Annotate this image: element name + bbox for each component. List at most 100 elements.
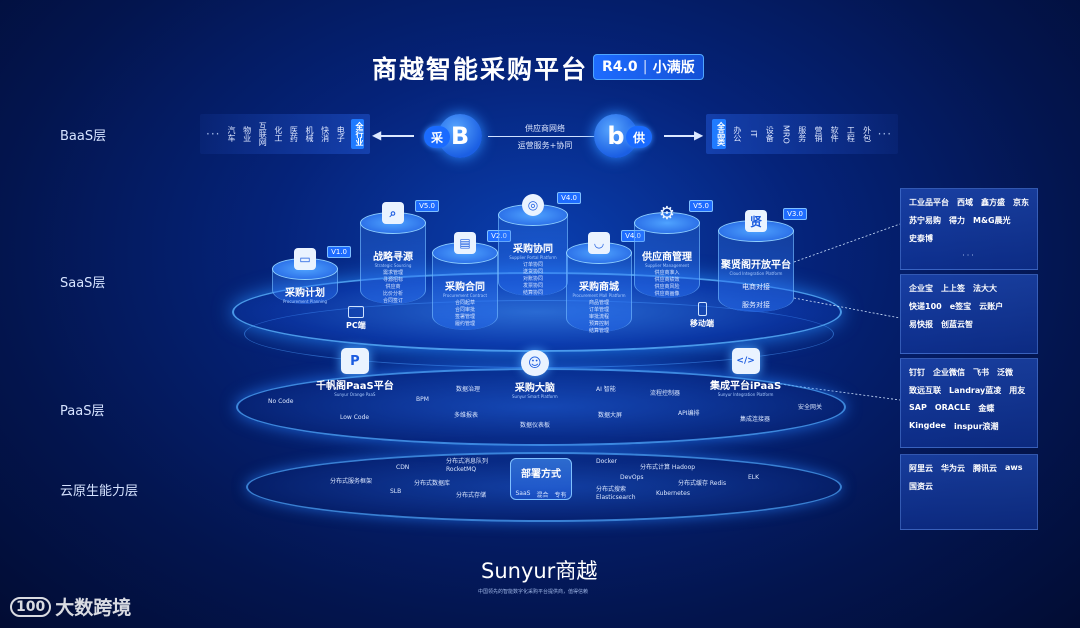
- module-sub: Cloud Integration Platform: [730, 271, 783, 276]
- paas-item: 多维报表: [454, 410, 478, 419]
- cloud-item: CDN: [396, 464, 409, 471]
- category-item: MRO: [780, 125, 790, 144]
- talent-icon: 贤: [745, 210, 767, 232]
- paas-item: AI 智能: [596, 384, 616, 393]
- brand-logo: Sunyur商越: [481, 555, 597, 585]
- module-sub: Strategic Sourcing: [375, 263, 412, 268]
- module-name: 采购协同: [513, 240, 553, 255]
- partner-logo: 腾讯云: [973, 463, 997, 474]
- module-item: 审批流程: [589, 314, 609, 321]
- industry-item: 快消: [320, 126, 330, 142]
- ecommerce-logo-panel: 工业品平台 西域 鑫方盛 京东 苏宁易购 得力 M&G晨光 史泰博 ···: [900, 188, 1038, 270]
- partner-logo: 致远互联: [909, 385, 941, 396]
- ipaas-node: </> 集成平台iPaaS Sunyur Integration Platfor…: [710, 348, 781, 397]
- module-item: 送货协同: [523, 269, 543, 276]
- cloud-item: DevOps: [620, 474, 644, 481]
- category-item: 营销: [813, 126, 823, 142]
- paas-platform-node: P 千帆阁PaaS平台 Sunyur Orange PaaS: [316, 348, 394, 397]
- gear-icon: ⚙: [656, 202, 678, 224]
- industry-item: 化工: [273, 126, 283, 142]
- industry-item: 物业: [242, 126, 252, 142]
- module-item: 需求管理: [383, 270, 403, 277]
- code-icon: </>: [732, 348, 760, 374]
- watermark: 100 大数跨境: [10, 593, 131, 620]
- cloud-item: 分布式服务框架: [330, 476, 372, 485]
- bidirectional-line: [488, 136, 600, 137]
- paas-item: 数据仪表板: [520, 420, 550, 429]
- module-sub: Procurement Planning: [283, 299, 327, 304]
- ecommerce-link: 电商对接: [742, 282, 770, 292]
- cloud-item: 分布式消息队列 RocketMQ: [446, 458, 506, 474]
- ipaas-name: 集成平台iPaaS: [710, 377, 781, 392]
- supplier-tag: 供: [626, 126, 652, 148]
- ipaas-sub: Sunyur Integration Platform: [718, 392, 774, 397]
- connector-lines: [780, 200, 910, 410]
- module-sub: Procurement Contract: [443, 293, 487, 298]
- partner-logo: 阿里云: [909, 463, 933, 474]
- mobile-device: 移动端: [690, 302, 714, 329]
- service-logo-panel: 企业宝 上上签 法大大 快递100 e签宝 云账户 易快报 创蓝云智: [900, 274, 1038, 354]
- deployment-title: 部署方式: [521, 465, 561, 480]
- partner-logo: Kingdee: [909, 421, 946, 432]
- partner-logo: 易快报: [909, 319, 933, 330]
- cloud-item: 分布式数据库: [414, 478, 450, 487]
- partner-logo: 京东: [1013, 197, 1029, 208]
- industry-item: 互联网: [258, 122, 268, 146]
- paas-item: 安全网关: [798, 402, 822, 411]
- buyer-industries: ··· 汽车 物业 互联网 化工 医药 机械 快消 电子 全行业: [200, 114, 370, 154]
- paas-item: API编排: [678, 408, 700, 417]
- cloud-item: Docker: [596, 458, 617, 465]
- procurement-brain-node: ☺ 采购大脑 Sunyur Smart Platform: [512, 350, 558, 399]
- module-name: 采购合同: [445, 278, 485, 293]
- module-item: 结算协同: [523, 290, 543, 297]
- partner-logo: 鑫方盛: [981, 197, 1005, 208]
- deploy-mode: 混合: [536, 490, 548, 499]
- paas-item: 数据大屏: [598, 410, 622, 419]
- paas-item: No Code: [268, 398, 293, 405]
- phone-icon: [698, 302, 707, 316]
- module-item: 供应商: [385, 284, 400, 291]
- service-label: 运营服务+协同: [500, 140, 590, 151]
- document-icon: ▤: [454, 232, 476, 254]
- partner-logo: 企业宝: [909, 283, 933, 294]
- module-item: 供应商准入: [654, 270, 679, 277]
- deploy-mode: 专有: [554, 490, 566, 499]
- partner-logo: 法大大: [973, 283, 997, 294]
- cloud-item: 分布式计算 Hadoop: [640, 462, 695, 471]
- cloud-item: ELK: [748, 474, 759, 481]
- partner-logo: 飞书: [973, 367, 989, 378]
- pc-device: PC端: [346, 306, 366, 331]
- module-item: 订单协同: [523, 262, 543, 269]
- paas-item: 流程控制器: [650, 388, 680, 397]
- category-item: 办公: [732, 126, 742, 142]
- module-strategic-sourcing: ⌕ V5.0 战略寻源 Strategic Sourcing 需求管理 寻源招标…: [360, 222, 426, 304]
- cloud-item: Kubernetes: [656, 490, 690, 497]
- deployment-box: 部署方式 SaaS 混合 专有: [510, 458, 572, 500]
- cloud-item: 分布式存储: [456, 490, 486, 499]
- cloud-item: 分布式搜索 Elasticsearch: [596, 486, 656, 502]
- module-item: 合同起草: [455, 300, 475, 307]
- category-highlight: 全品类: [712, 119, 726, 149]
- brain-icon: ☺: [521, 350, 549, 376]
- partner-logo: e签宝: [950, 301, 971, 312]
- row-label-paas: PaaS层: [60, 400, 104, 419]
- row-label-saas: SaaS层: [60, 272, 105, 291]
- partner-logo: 金蝶: [978, 403, 994, 414]
- left-arrow-icon: ◀: [372, 128, 381, 142]
- module-item: 订单管理: [589, 307, 609, 314]
- module-name: 供应商管理: [642, 248, 692, 263]
- partner-logo: 国资云: [909, 481, 933, 492]
- module-item: 发票协同: [523, 283, 543, 290]
- mobile-label: 移动端: [690, 318, 714, 329]
- module-supplier-management: ⚙ V5.0 供应商管理 Supplier Management 供应商准入 供…: [634, 222, 700, 298]
- supplier-categories: 全品类 办公 IT 设备 MRO 服务 营销 软件 工程 外包 ···: [706, 114, 898, 154]
- paas-item: 数据治理: [456, 384, 480, 393]
- partner-logo: 用友: [1009, 385, 1025, 396]
- cloud-logo-panel: 阿里云 华为云 腾讯云 aws 国资云: [900, 454, 1038, 530]
- module-item: 供应商绩效: [654, 277, 679, 284]
- right-arrow-icon: ▶: [694, 128, 703, 142]
- version-separator: |: [643, 59, 648, 75]
- partner-logo: 创蓝云智: [941, 319, 973, 330]
- cloud-item: SLB: [390, 488, 401, 495]
- category-item: 设备: [764, 126, 774, 142]
